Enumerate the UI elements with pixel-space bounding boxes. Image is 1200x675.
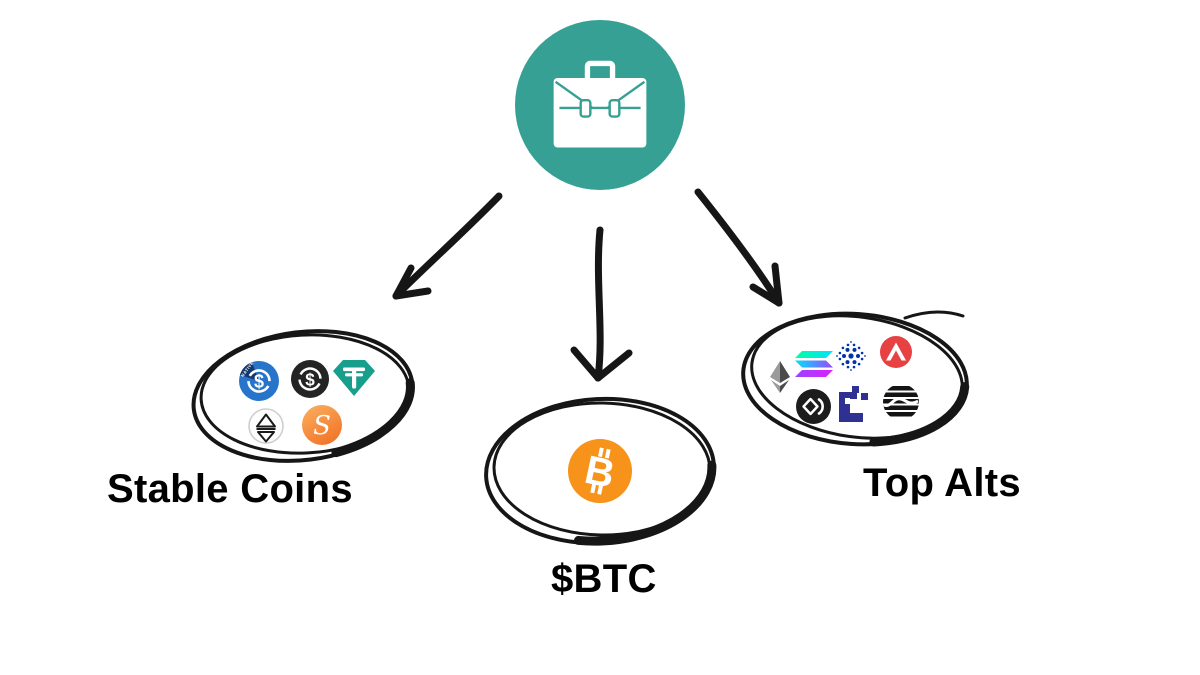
btc-label: $BTC xyxy=(551,557,657,601)
cardano-icon xyxy=(836,341,866,371)
sketch-stray-stroke xyxy=(903,310,965,320)
portfolio-node xyxy=(515,20,685,190)
dollar-glyph: $ xyxy=(305,370,315,389)
stable-coins-ellipse xyxy=(191,328,415,464)
s-stablecoin-orange-icon: S xyxy=(302,405,342,445)
tether-icon xyxy=(331,358,377,398)
arrow-to-btc xyxy=(570,226,633,382)
avalanche-icon xyxy=(880,336,912,368)
striped-sphere-coin-icon xyxy=(883,384,919,420)
arrow-to-stable-coins xyxy=(392,192,503,300)
top-alts-label: Top Alts xyxy=(863,461,1021,505)
triangle-stablecoin-icon xyxy=(248,408,284,444)
btc-ellipse xyxy=(483,396,717,546)
arrow-to-top-alts xyxy=(694,188,783,307)
top-alts-ellipse xyxy=(740,310,970,447)
s-glyph: S xyxy=(313,411,331,441)
stable-coins-label: Stable Coins xyxy=(107,467,353,511)
dollar-glyph: $ xyxy=(254,372,264,392)
ethereum-icon xyxy=(769,360,791,394)
usd-coin-dark-icon: $ xyxy=(291,360,329,398)
black-diamond-coin-icon xyxy=(796,389,831,424)
solana-icon xyxy=(795,351,833,377)
usd-coin-native-icon: NATIVE $ xyxy=(239,361,279,401)
briefcase-icon xyxy=(553,60,647,148)
pixel-l-coin-icon xyxy=(839,386,869,422)
bitcoin-icon: B xyxy=(568,439,632,503)
